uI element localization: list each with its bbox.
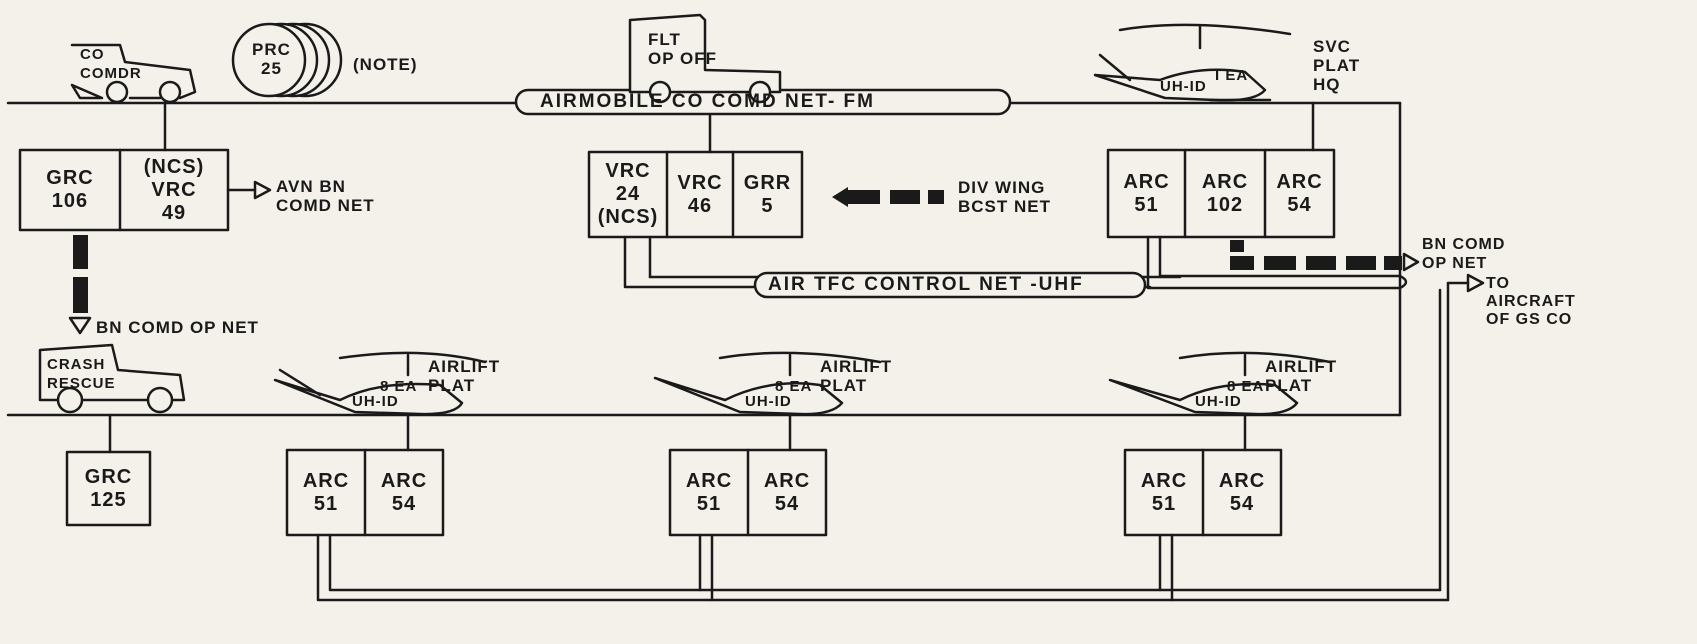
grc125-cell: GRC 125 [67, 452, 150, 525]
airlift1-heli-type: UH-ID [352, 393, 399, 410]
co-comd-net-label: AIRMOBILE CO COMD NET- FM [540, 91, 875, 113]
arc102-cell: ARC 102 [1185, 150, 1265, 237]
bn-comd-op-net-right-label: BN COMD OP NET [1422, 235, 1505, 273]
avn-bn-comd-net-label: AVN BN COMD NET [276, 177, 375, 215]
grc106-cell: GRC 106 [20, 150, 120, 230]
arc51-a3-cell: ARC 51 [1125, 450, 1203, 535]
vrc46-cell: VRC 46 [667, 152, 733, 237]
prc25-label: PRC 25 [252, 40, 291, 78]
airlift1-heli-count: 8 EA [380, 378, 417, 395]
airlift1-plat-label: AIRLIFT PLAT [428, 357, 500, 395]
airlift3-plat-label: AIRLIFT PLAT [1265, 357, 1337, 395]
bn-comd-op-net-left-label: BN COMD OP NET [96, 318, 259, 337]
arc54-a1-cell: ARC 54 [365, 450, 443, 535]
arc51-a1-cell: ARC 51 [287, 450, 365, 535]
air-tfc-net-label: AIR TFC CONTROL NET -UHF [768, 274, 1084, 296]
airlift2-heli-count: 8 EA [775, 378, 812, 395]
arc54-svc-cell: ARC 54 [1265, 150, 1334, 237]
airlift2-heli-type: UH-ID [745, 393, 792, 410]
div-wing-bcst-net-label: DIV WING BCST NET [958, 178, 1051, 216]
arc54-a3-cell: ARC 54 [1203, 450, 1281, 535]
svc-heli-count: I EA [1215, 67, 1248, 84]
arc54-a2-cell: ARC 54 [748, 450, 826, 535]
to-aircraft-gs-co-label: TO AIRCRAFT OF GS CO [1486, 275, 1576, 329]
vrc49-cell: (NCS) VRC 49 [120, 150, 228, 230]
crash-rescue-label: CRASH RESCUE [47, 355, 116, 393]
arc51-a2-cell: ARC 51 [670, 450, 748, 535]
note-label: (NOTE) [353, 55, 418, 74]
airlift3-heli-count: 8 EA [1227, 378, 1264, 395]
flt-op-off-label: FLT OP OFF [648, 30, 717, 68]
airlift2-plat-label: AIRLIFT PLAT [820, 357, 892, 395]
airlift3-heli-type: UH-ID [1195, 393, 1242, 410]
co-comdr-label: CO COMDR [80, 45, 142, 83]
svc-heli-type: UH-ID [1160, 78, 1207, 95]
svc-plat-label: SVC PLAT HQ [1313, 37, 1360, 94]
vrc24-cell: VRC 24 (NCS) [589, 152, 667, 237]
arc51-svc-cell: ARC 51 [1108, 150, 1185, 237]
grr5-cell: GRR 5 [733, 152, 802, 237]
